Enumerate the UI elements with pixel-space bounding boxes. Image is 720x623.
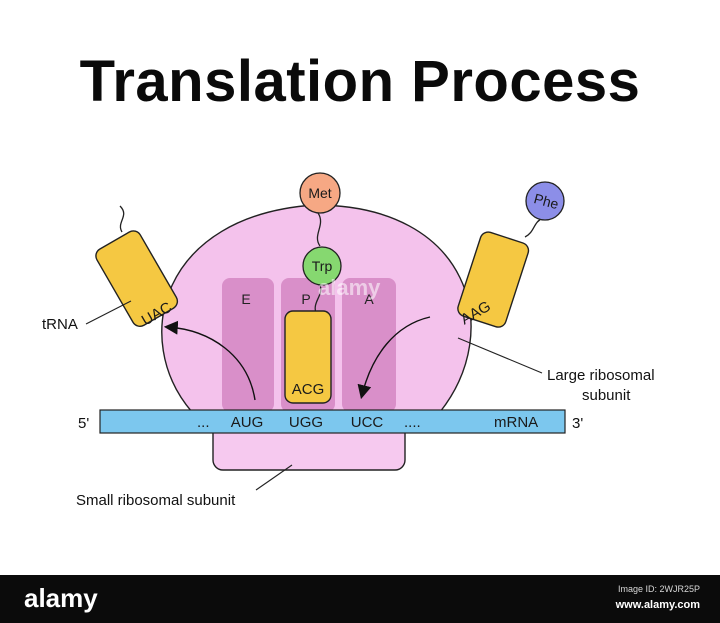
- large-subunit-leader-line: [457, 337, 543, 374]
- alamy-logo: alamy: [24, 583, 98, 613]
- a-site: [342, 278, 396, 412]
- trp-label: Trp: [312, 258, 333, 274]
- trna-p-site: [284, 310, 332, 404]
- codon-aug: AUG: [231, 414, 264, 431]
- small-subunit-label: Small ribosomal subunit: [76, 492, 236, 509]
- e-site: [222, 278, 274, 412]
- exiting-trna-tail: [119, 205, 125, 233]
- large-subunit-label-line2: subunit: [582, 387, 631, 404]
- a-site-label: A: [364, 291, 374, 307]
- met-trp-bond: [316, 212, 322, 247]
- five-prime-label: 5': [78, 415, 89, 432]
- domain-text: www.alamy.com: [615, 599, 700, 611]
- trna-exiting: [95, 230, 179, 327]
- trna-label: tRNA: [42, 316, 78, 333]
- mrna-strand: [99, 409, 566, 434]
- exit-arrow: [163, 320, 256, 401]
- trna-leader-line: [85, 300, 132, 325]
- e-site-label: E: [241, 291, 250, 307]
- stock-footer-bar: alamy Image ID: 2WJR25P www.alamy.com: [0, 575, 720, 623]
- trp-amino-acid: [302, 246, 342, 286]
- p-site-label: P: [301, 291, 310, 307]
- entry-arrow: [357, 316, 431, 400]
- small-subunit-leader-line: [255, 464, 293, 491]
- mrna-left-dots: ...: [197, 414, 210, 431]
- met-label: Met: [308, 185, 331, 201]
- image-id-text: Image ID: 2WJR25P: [617, 584, 700, 594]
- watermark-overlay: alamy: [318, 275, 381, 300]
- trna-p-anticodon: ACG: [292, 381, 325, 398]
- three-prime-label: 3': [572, 415, 583, 432]
- codon-ugg: UGG: [289, 414, 323, 431]
- page-title: Translation Process: [79, 49, 641, 114]
- phe-label: Phe: [532, 190, 560, 212]
- mrna-right-dots: ....: [404, 414, 421, 431]
- codon-ucc: UCC: [351, 414, 384, 431]
- met-amino-acid: [299, 172, 341, 214]
- phe-amino-acid: [525, 181, 565, 221]
- large-subunit-label-line1: Large ribosomal: [547, 367, 655, 384]
- translation-diagram: E P A 5' 3' ... AUG UGG UCC .... mRNA AC…: [42, 172, 655, 509]
- trna-incoming: [457, 231, 530, 328]
- mrna-label: mRNA: [494, 414, 538, 431]
- phe-trna-stem: [524, 217, 544, 238]
